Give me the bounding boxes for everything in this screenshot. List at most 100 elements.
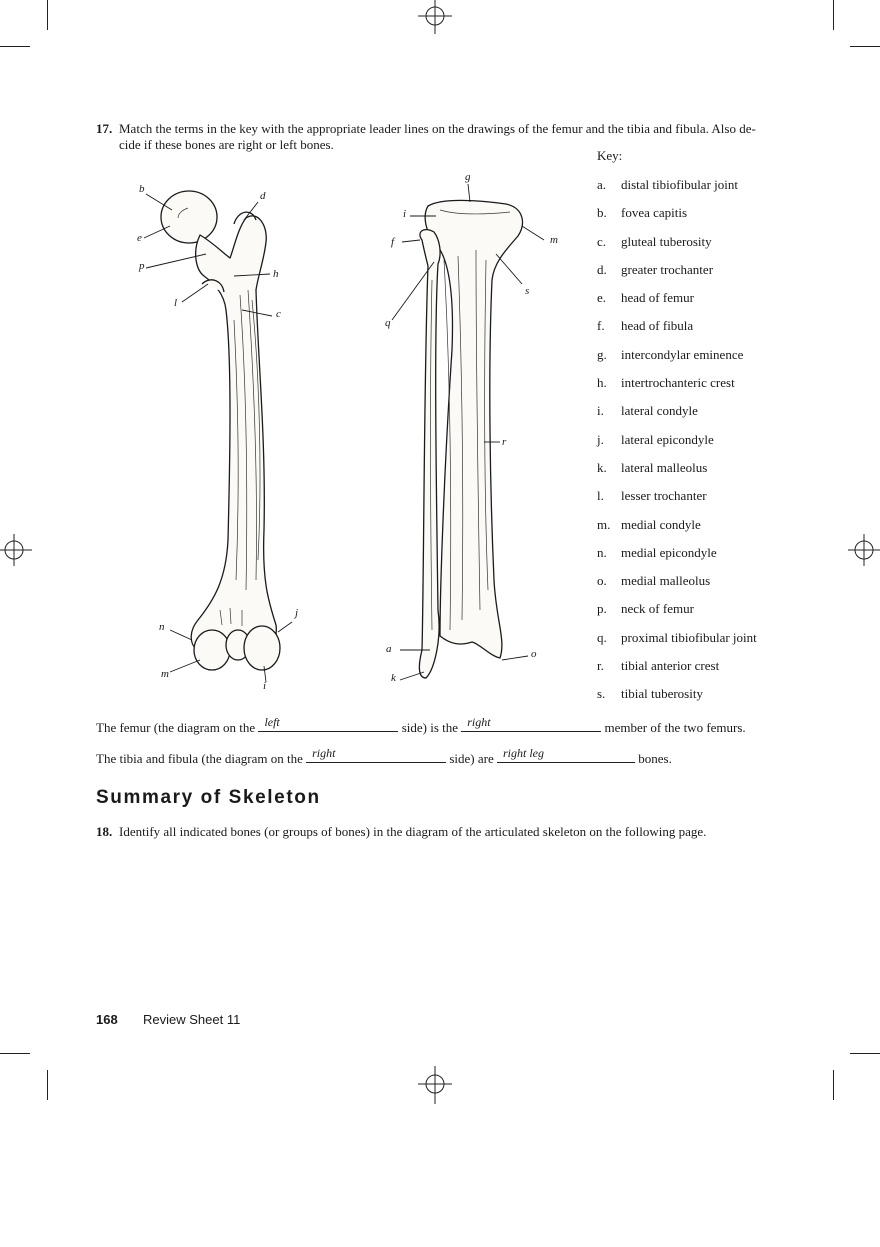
key-letter: r. — [597, 658, 604, 673]
key-item-n: n.medial epicondyle — [597, 544, 717, 562]
femur-label-c: c — [276, 308, 281, 320]
key-term: head of fibula — [621, 318, 694, 333]
femur-side-answer: left — [264, 715, 280, 729]
femur-label-n: n — [159, 621, 165, 633]
key-letter: f. — [597, 318, 605, 333]
key-term: distal tibiofibular joint — [621, 177, 738, 192]
question-18-number: 18. — [96, 824, 113, 839]
key-letter: m. — [597, 517, 611, 532]
question-17-line-2: cide if these bones are right or left bo… — [119, 137, 334, 152]
key-letter: d. — [597, 262, 607, 277]
tibia-label-i: i — [403, 208, 407, 220]
femur-leader-lines — [143, 193, 293, 683]
key-item-q: q. proximal tibiofibular joint — [597, 629, 757, 647]
key-term: gluteal tuberosity — [621, 234, 712, 249]
femur-answer-row: The femur (the diagram on the left side)… — [96, 715, 746, 736]
tibia-label-m: m — [550, 234, 558, 246]
key-item-e: e. head of femur — [597, 289, 694, 307]
key-term: intercondylar eminence — [621, 347, 744, 362]
key-letter: j. — [597, 432, 604, 447]
key-item-k: k. lateral malleolus — [597, 459, 707, 477]
key-term: lateral condyle — [621, 403, 698, 418]
key-item-p: p. neck of femur — [597, 600, 694, 618]
key-letter: g. — [597, 347, 607, 362]
femur-label-p: p — [139, 260, 145, 272]
section-heading: Summary of Skeleton — [96, 787, 321, 808]
key-term: greater trochanter — [621, 262, 714, 277]
key-letter: k. — [597, 460, 607, 475]
femur-drawing — [160, 190, 281, 671]
key-item-m: m. medial condyle — [597, 516, 701, 534]
key-letter: n. — [597, 545, 607, 560]
key-letter: h. — [597, 375, 607, 390]
key-letter: i. — [597, 403, 604, 418]
key-letter: p. — [597, 601, 607, 616]
key-term: medial condyle — [621, 517, 701, 532]
tibia-answer-row: The tibia and fibula (the diagram on the… — [96, 746, 672, 767]
registration-mark-top — [418, 0, 452, 34]
key-item-g: g. intercondylar eminence — [597, 346, 743, 364]
femur-label-h: h — [273, 268, 279, 280]
femur-label-b: b — [139, 183, 145, 195]
tibia-label-f: f — [391, 236, 395, 248]
footer-title: Review Sheet 11 — [143, 1012, 241, 1027]
key-term: head of femur — [621, 290, 694, 305]
key-term: proximal tibiofibular joint — [621, 630, 757, 645]
key-letter: o. — [597, 573, 607, 588]
key-letter: q. — [597, 630, 607, 645]
tibia-label-q: q — [385, 317, 391, 329]
key-term: lateral epicondyle — [621, 432, 714, 447]
femur-member-blank[interactable]: right — [461, 715, 602, 732]
question-17-line-1: Match the terms in the key with the appr… — [119, 121, 756, 136]
femur-label-m: m — [161, 668, 169, 680]
key-item-h: h.intertrochanteric crest — [597, 374, 735, 392]
tibia-label-a: a — [386, 643, 392, 655]
registration-mark-right — [848, 534, 880, 566]
key-letter: e. — [597, 290, 607, 305]
key-letter: a. — [597, 177, 607, 192]
key-item-i: i. lateral condyle — [597, 402, 698, 420]
tibia-label-g: g — [465, 171, 471, 183]
tibia-answer-suffix: bones. — [638, 751, 672, 766]
registration-mark-bottom — [418, 1066, 452, 1104]
key-item-l: l.lesser trochanter — [597, 487, 707, 505]
key-term: fovea capitis — [621, 205, 688, 220]
key-title: Key: — [597, 148, 623, 163]
key-term: medial malleolus — [621, 573, 711, 588]
key-item-s: s. tibial tuberosity — [597, 685, 703, 703]
femur-label-i: i — [263, 680, 267, 692]
question-18-text: Identify all indicated bones (or groups … — [119, 824, 707, 839]
femur-member-answer: right — [467, 715, 491, 729]
key-term: tibial tuberosity — [621, 686, 703, 701]
tibia-answer-mid: side) are — [449, 751, 494, 766]
key-item-a: a. distal tibiofibular joint — [597, 176, 738, 194]
femur-label-l: l — [174, 297, 178, 309]
tibia-answer-blank[interactable]: right leg — [497, 746, 635, 763]
key-letter: b. — [597, 205, 607, 220]
key-term: neck of femur — [621, 601, 694, 616]
question-17-text: Match the terms in the key with the appr… — [119, 121, 769, 153]
key-item-r: r.tibial anterior crest — [597, 657, 719, 675]
tibia-answer-prefix: The tibia and fibula (the diagram on the — [96, 751, 303, 766]
femur-answer-prefix: The femur (the diagram on the — [96, 720, 256, 735]
femur-side-blank[interactable]: left — [258, 715, 399, 732]
key-item-f: f. head of fibula — [597, 317, 693, 335]
key-letter: c. — [597, 234, 607, 249]
key-letter: l. — [597, 488, 604, 503]
key-term: lateral malleolus — [621, 460, 708, 475]
tibia-label-s: s — [525, 285, 530, 297]
page-number: 168 — [96, 1012, 118, 1027]
tibia-leader-lines — [391, 183, 545, 681]
tibia-side-blank[interactable]: right — [306, 746, 447, 763]
key-item-c: c. gluteal tuberosity — [597, 233, 712, 251]
femur-answer-mid: side) is the — [401, 720, 459, 735]
tibia-fibula-drawing — [418, 199, 524, 679]
femur-label-e: e — [137, 232, 142, 244]
tibia-label-r: r — [502, 436, 507, 448]
registration-mark-left — [0, 534, 32, 566]
femur-answer-suffix: member of the two femurs. — [604, 720, 746, 735]
key-letter: s. — [597, 686, 606, 701]
key-item-b: b. fovea capitis — [597, 204, 687, 222]
femur-label-d: d — [260, 190, 266, 202]
tibia-answer: right leg — [503, 746, 544, 760]
